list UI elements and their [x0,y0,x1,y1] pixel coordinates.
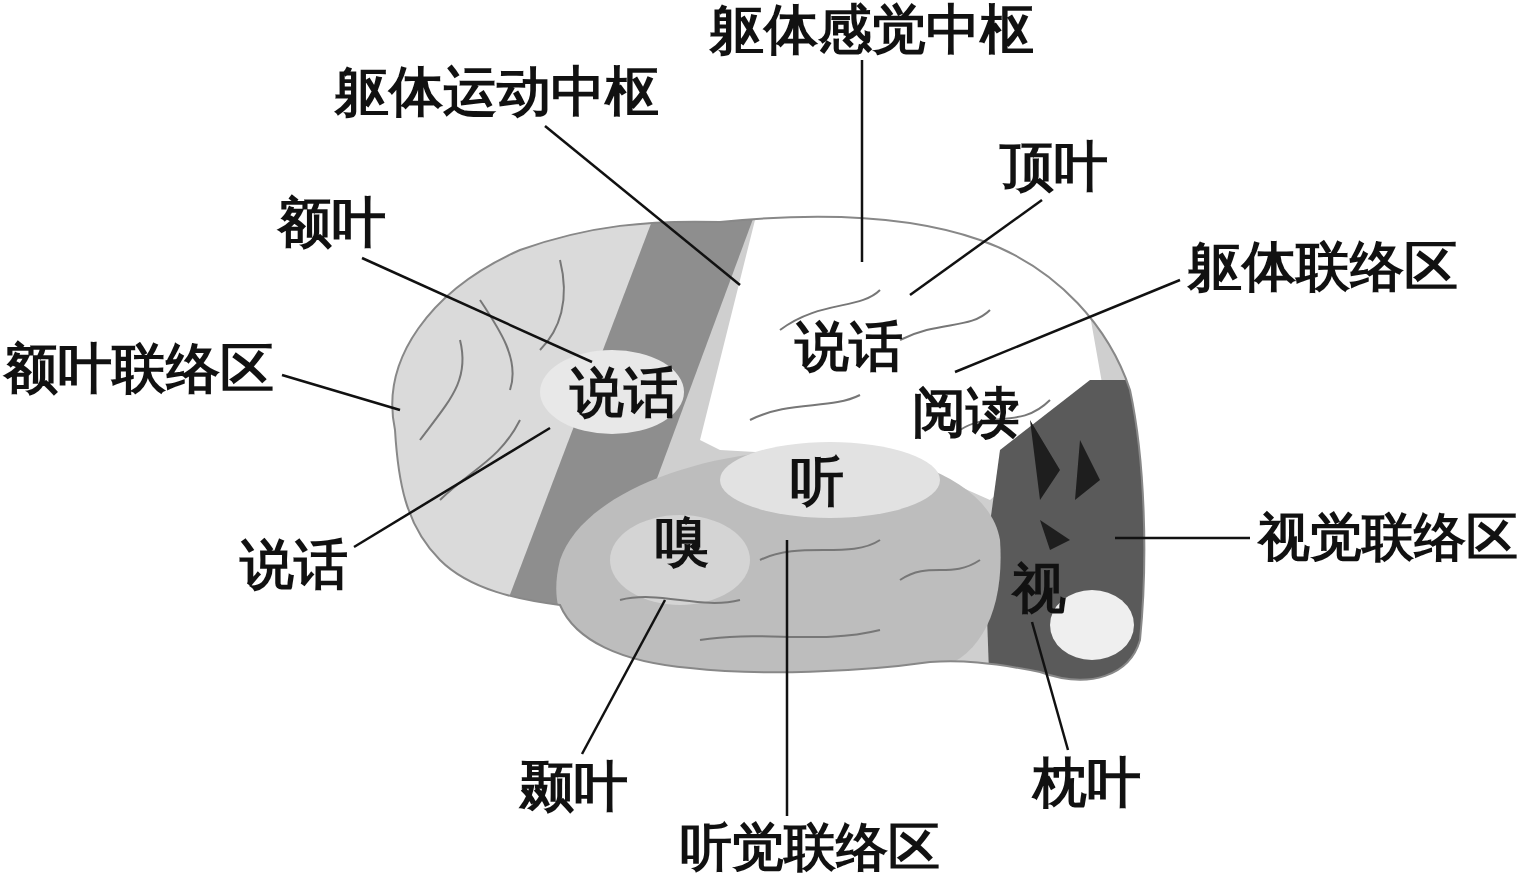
leader-line [786,540,789,816]
region-label: 额叶联络区 [4,342,274,396]
area-label: 说话 [795,320,903,374]
region-label: 视觉联络区 [1258,512,1518,564]
leader-line [861,60,864,262]
leader-line [1032,622,1068,750]
region-label: 躯体联络区 [1188,240,1458,294]
brain-regions [350,200,1170,700]
speech-area [540,350,684,434]
area-label: 嗅 [655,515,709,569]
auditory-area [720,442,940,518]
region-label: 听觉联络区 [680,822,940,874]
leader-line [955,280,1180,372]
region-label: 颞叶 [520,760,628,814]
area-label: 阅读 [912,386,1020,440]
leader-line [362,258,592,362]
brain-base [350,200,1170,700]
leader-lines [282,60,1250,816]
area-label: 说话 [570,366,678,420]
region-label: 顶叶 [1000,140,1108,194]
region-label: 躯体感觉中枢 [710,3,1034,57]
region-label: 枕叶 [1033,756,1141,810]
area-label: 视 [1012,562,1066,616]
region-label: 说话 [240,538,348,592]
olfactory-area [610,515,750,605]
leader-line [1115,537,1250,540]
occipital-shading [1030,420,1100,550]
area-label: 听 [790,455,844,509]
region-label: 躯体运动中枢 [335,65,659,119]
leader-line [354,428,550,547]
brain-outline [392,217,1144,680]
leader-line [582,600,665,754]
region-label: 额叶 [278,196,386,250]
leader-line [282,375,400,410]
leader-line [545,126,740,285]
leader-line [910,200,1042,295]
